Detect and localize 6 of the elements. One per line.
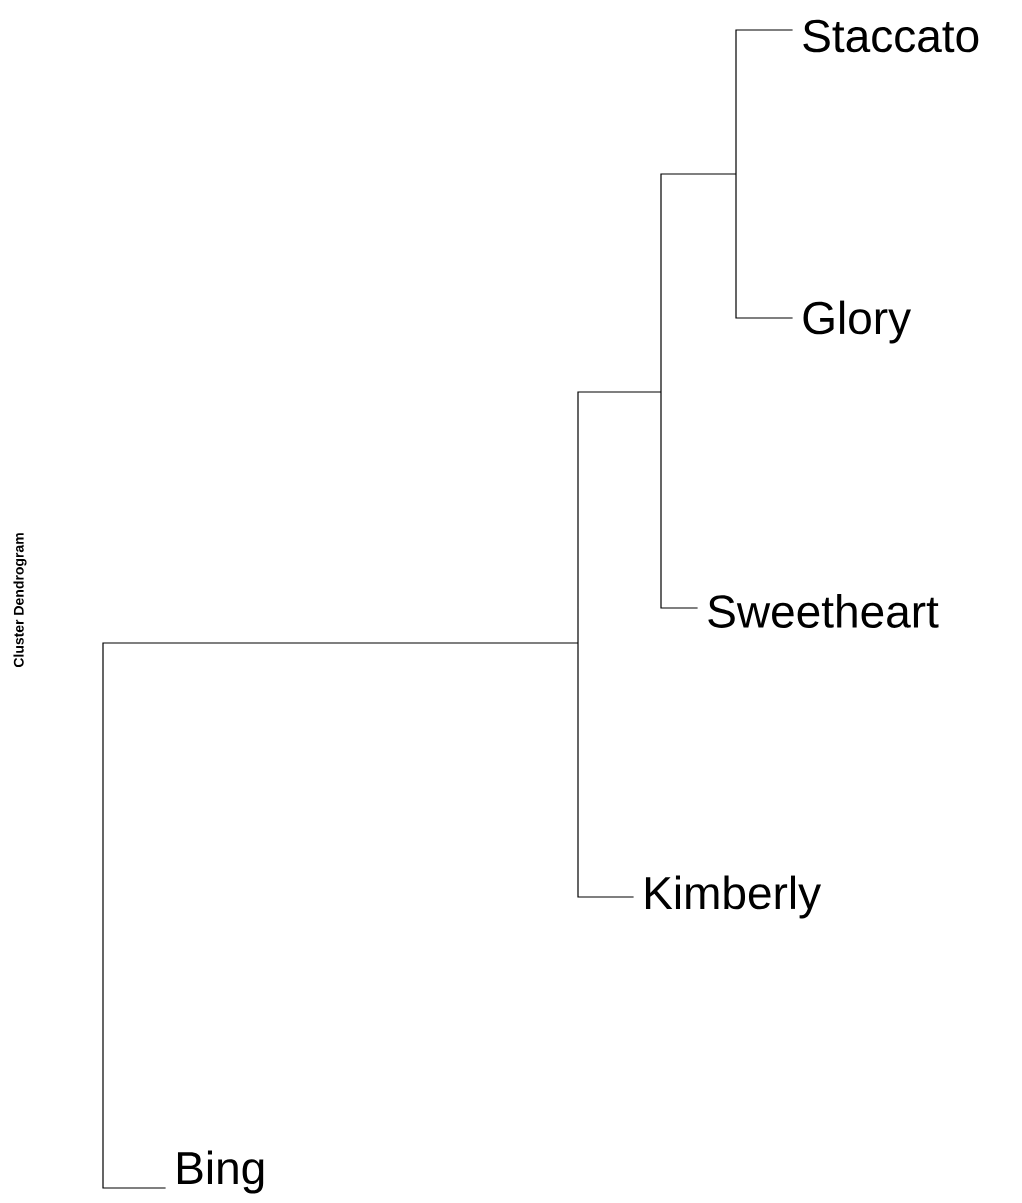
leaf-label: Staccato (803, 19, 979, 53)
chart-title: Cluster Dendrogram (13, 533, 27, 668)
leaf-label: Bing (178, 1150, 264, 1194)
leaf-label: Glory (803, 300, 911, 344)
leaf-label: Sweetheart (708, 594, 939, 628)
leaf-label: Kimberly (646, 875, 821, 919)
